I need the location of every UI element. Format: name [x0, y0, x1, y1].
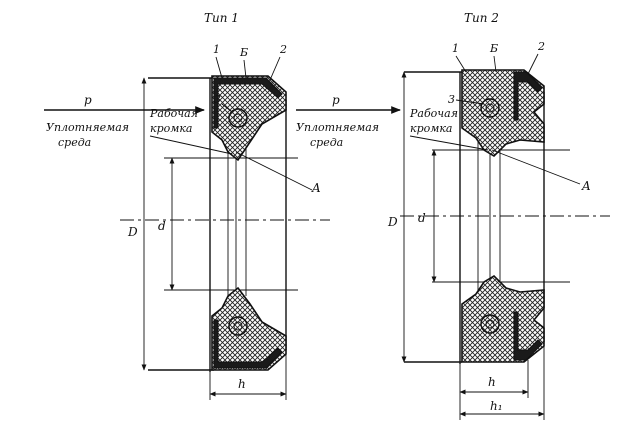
type2-callout-b: Б: [489, 42, 498, 55]
type1-bottom-spring: [228, 316, 248, 336]
type2-dim-h: h: [488, 375, 496, 389]
type1-top-rubber-section: [211, 75, 287, 162]
type2-dim-D: D: [387, 215, 398, 229]
type1-edge-line1: Рабочая: [149, 107, 198, 120]
type1-bottom-rubber-section: [211, 286, 287, 371]
type2-callout-1: 1: [452, 42, 459, 55]
type1-leader-b: [243, 59, 247, 79]
type1-callout-3: 3: [214, 93, 221, 106]
type1-leader-2: [269, 56, 281, 81]
type1-point-a: A: [311, 181, 321, 195]
type2-callout-3: 3: [448, 93, 455, 106]
type1-top-spring-core: [233, 113, 243, 123]
type1-view: Тип 1 1 Б 2 3 p Уплотняем: [44, 11, 330, 400]
type2-pressure-label: p: [332, 93, 340, 107]
type2-top-spring: [480, 98, 500, 118]
type1-leader-3: [221, 103, 233, 113]
type2-top-metal-case: [513, 71, 543, 121]
type1-title: Тип 1: [204, 11, 239, 25]
type1-dim-D: D: [127, 225, 138, 239]
type1-dim-h: h: [238, 377, 246, 391]
type1-edge-line2: кромка: [150, 122, 192, 135]
type2-dim-d: d: [418, 211, 426, 225]
type1-edge-leader: [149, 135, 233, 155]
type2-medium-line2: среда: [310, 136, 343, 149]
type2-a-leader: [491, 149, 581, 185]
type2-title: Тип 2: [464, 11, 499, 25]
type2-callout-2: 2: [537, 40, 545, 53]
type1-top-spring: [228, 108, 248, 128]
type1-callout-1: 1: [213, 43, 220, 56]
type2-bottom-spring-core: [485, 319, 495, 329]
type2-bottom-metal-case: [513, 311, 543, 361]
type2-top-rubber-section: [461, 69, 545, 158]
type1-medium-line1: Уплотняемая: [46, 121, 129, 134]
type2-edge-line2: кромка: [410, 122, 452, 135]
type1-pressure-label: p: [84, 93, 92, 107]
type2-leader-b: [493, 55, 497, 73]
type1-a-leader: [235, 151, 313, 191]
type1-medium-line2: среда: [58, 136, 91, 149]
type1-callout-b: Б: [239, 46, 248, 59]
type2-leader-1: [455, 55, 467, 73]
type2-leader-3: [455, 99, 485, 105]
type2-bottom-spring: [480, 314, 500, 334]
type2-medium-line1: Уплотняемая: [296, 121, 379, 134]
type2-edge-leader: [409, 135, 489, 151]
type1-dim-d: d: [158, 219, 166, 233]
type2-edge-line1: Рабочая: [409, 107, 458, 120]
type1-bottom-spring-core: [233, 321, 243, 331]
type2-leader-2: [527, 53, 539, 75]
type1-callout-2: 2: [279, 43, 287, 56]
type1-top-metal-case: [213, 77, 283, 129]
type2-point-a: A: [581, 179, 591, 193]
type1-leader-1: [215, 56, 223, 79]
type2-top-spring-core: [485, 103, 495, 113]
type2-dim-h1: h₁: [490, 399, 503, 413]
type1-bottom-metal-case: [213, 319, 283, 369]
type2-view: Тип 2 p Уплотняемая среда 1 Б 2: [296, 11, 610, 420]
